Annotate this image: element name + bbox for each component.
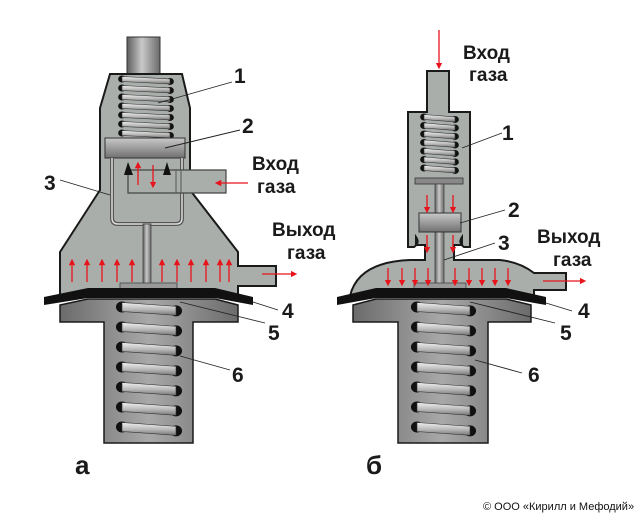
spring-coil bbox=[118, 93, 174, 103]
callout-a-5: 5 bbox=[268, 322, 280, 345]
membrane-b bbox=[337, 288, 546, 305]
spring-coil bbox=[115, 421, 183, 437]
spring-coil bbox=[115, 341, 183, 357]
spring-coil bbox=[410, 401, 477, 417]
spring-coil bbox=[420, 164, 459, 174]
callout-a-1: 1 bbox=[234, 65, 246, 88]
spring-coil bbox=[118, 75, 174, 85]
callout-b-4: 4 bbox=[578, 300, 590, 323]
outlet-label-a-line1: Выход bbox=[272, 220, 335, 241]
valve-stem bbox=[142, 223, 152, 285]
spring-coil bbox=[118, 111, 174, 121]
spring-coil bbox=[410, 341, 477, 357]
copyright-notice: © ООО «Кирилл и Мефодий» bbox=[483, 501, 634, 513]
valve-disc-b bbox=[418, 212, 462, 233]
spring-coil bbox=[410, 301, 477, 317]
callout-b-1: 1 bbox=[502, 122, 514, 145]
lower-spring bbox=[115, 301, 183, 437]
spring-coil bbox=[118, 84, 174, 94]
spring-coil bbox=[115, 401, 183, 417]
spring-coil bbox=[115, 361, 183, 377]
callout-b-5: 5 bbox=[560, 322, 572, 345]
spring-coil bbox=[115, 321, 183, 337]
spring-coil bbox=[420, 139, 459, 149]
valve-stem-b bbox=[434, 183, 445, 289]
inlet-label-a-line2: газа bbox=[257, 177, 296, 198]
upper-spring-b bbox=[420, 113, 459, 174]
spring-coil bbox=[118, 129, 174, 139]
spring-coil bbox=[118, 102, 174, 112]
leader-lines bbox=[59, 81, 573, 374]
panel-label-a: а bbox=[75, 450, 90, 480]
panel-label-b: б bbox=[366, 450, 382, 480]
upper-spring bbox=[118, 75, 174, 139]
spring-coil bbox=[410, 321, 477, 337]
outlet-label-b-line2: газа bbox=[553, 250, 592, 271]
callout-a-3: 3 bbox=[44, 172, 56, 195]
spring-coil bbox=[410, 361, 477, 377]
flow-arrows-a bbox=[68, 161, 298, 282]
membrane bbox=[44, 288, 253, 305]
spring-coil bbox=[115, 381, 183, 397]
callout-a-2: 2 bbox=[242, 115, 254, 138]
inlet-label-a-line1: Вход bbox=[252, 154, 299, 175]
valve-disc bbox=[104, 137, 186, 159]
panel-b bbox=[337, 70, 567, 444]
spring-coil bbox=[118, 120, 174, 130]
callout-b-3: 3 bbox=[498, 232, 510, 255]
panel-a bbox=[44, 36, 277, 444]
callout-b-2: 2 bbox=[508, 199, 520, 222]
inlet-label-b-line2: газа bbox=[469, 65, 508, 86]
adjusting-rod bbox=[126, 36, 161, 75]
spring-coil bbox=[420, 156, 459, 166]
outlet-label-b-line1: Выход bbox=[537, 227, 600, 248]
lower-spring-b bbox=[410, 301, 477, 437]
callout-a-6: 6 bbox=[232, 364, 244, 387]
spring-coil bbox=[410, 381, 477, 397]
spring-coil bbox=[420, 122, 459, 132]
callout-b-6: 6 bbox=[528, 364, 540, 387]
spring-coil bbox=[420, 130, 459, 140]
spring-coil bbox=[410, 421, 477, 437]
inlet-label-b-line1: Вход bbox=[463, 43, 510, 64]
spring-coil bbox=[420, 113, 459, 123]
inlet-pipe bbox=[127, 169, 227, 194]
callout-a-4: 4 bbox=[282, 300, 294, 323]
spring-coil bbox=[420, 147, 459, 157]
spring-coil bbox=[115, 301, 183, 317]
flow-arrows-b bbox=[384, 30, 587, 287]
outlet-label-a-line2: газа bbox=[287, 243, 326, 264]
